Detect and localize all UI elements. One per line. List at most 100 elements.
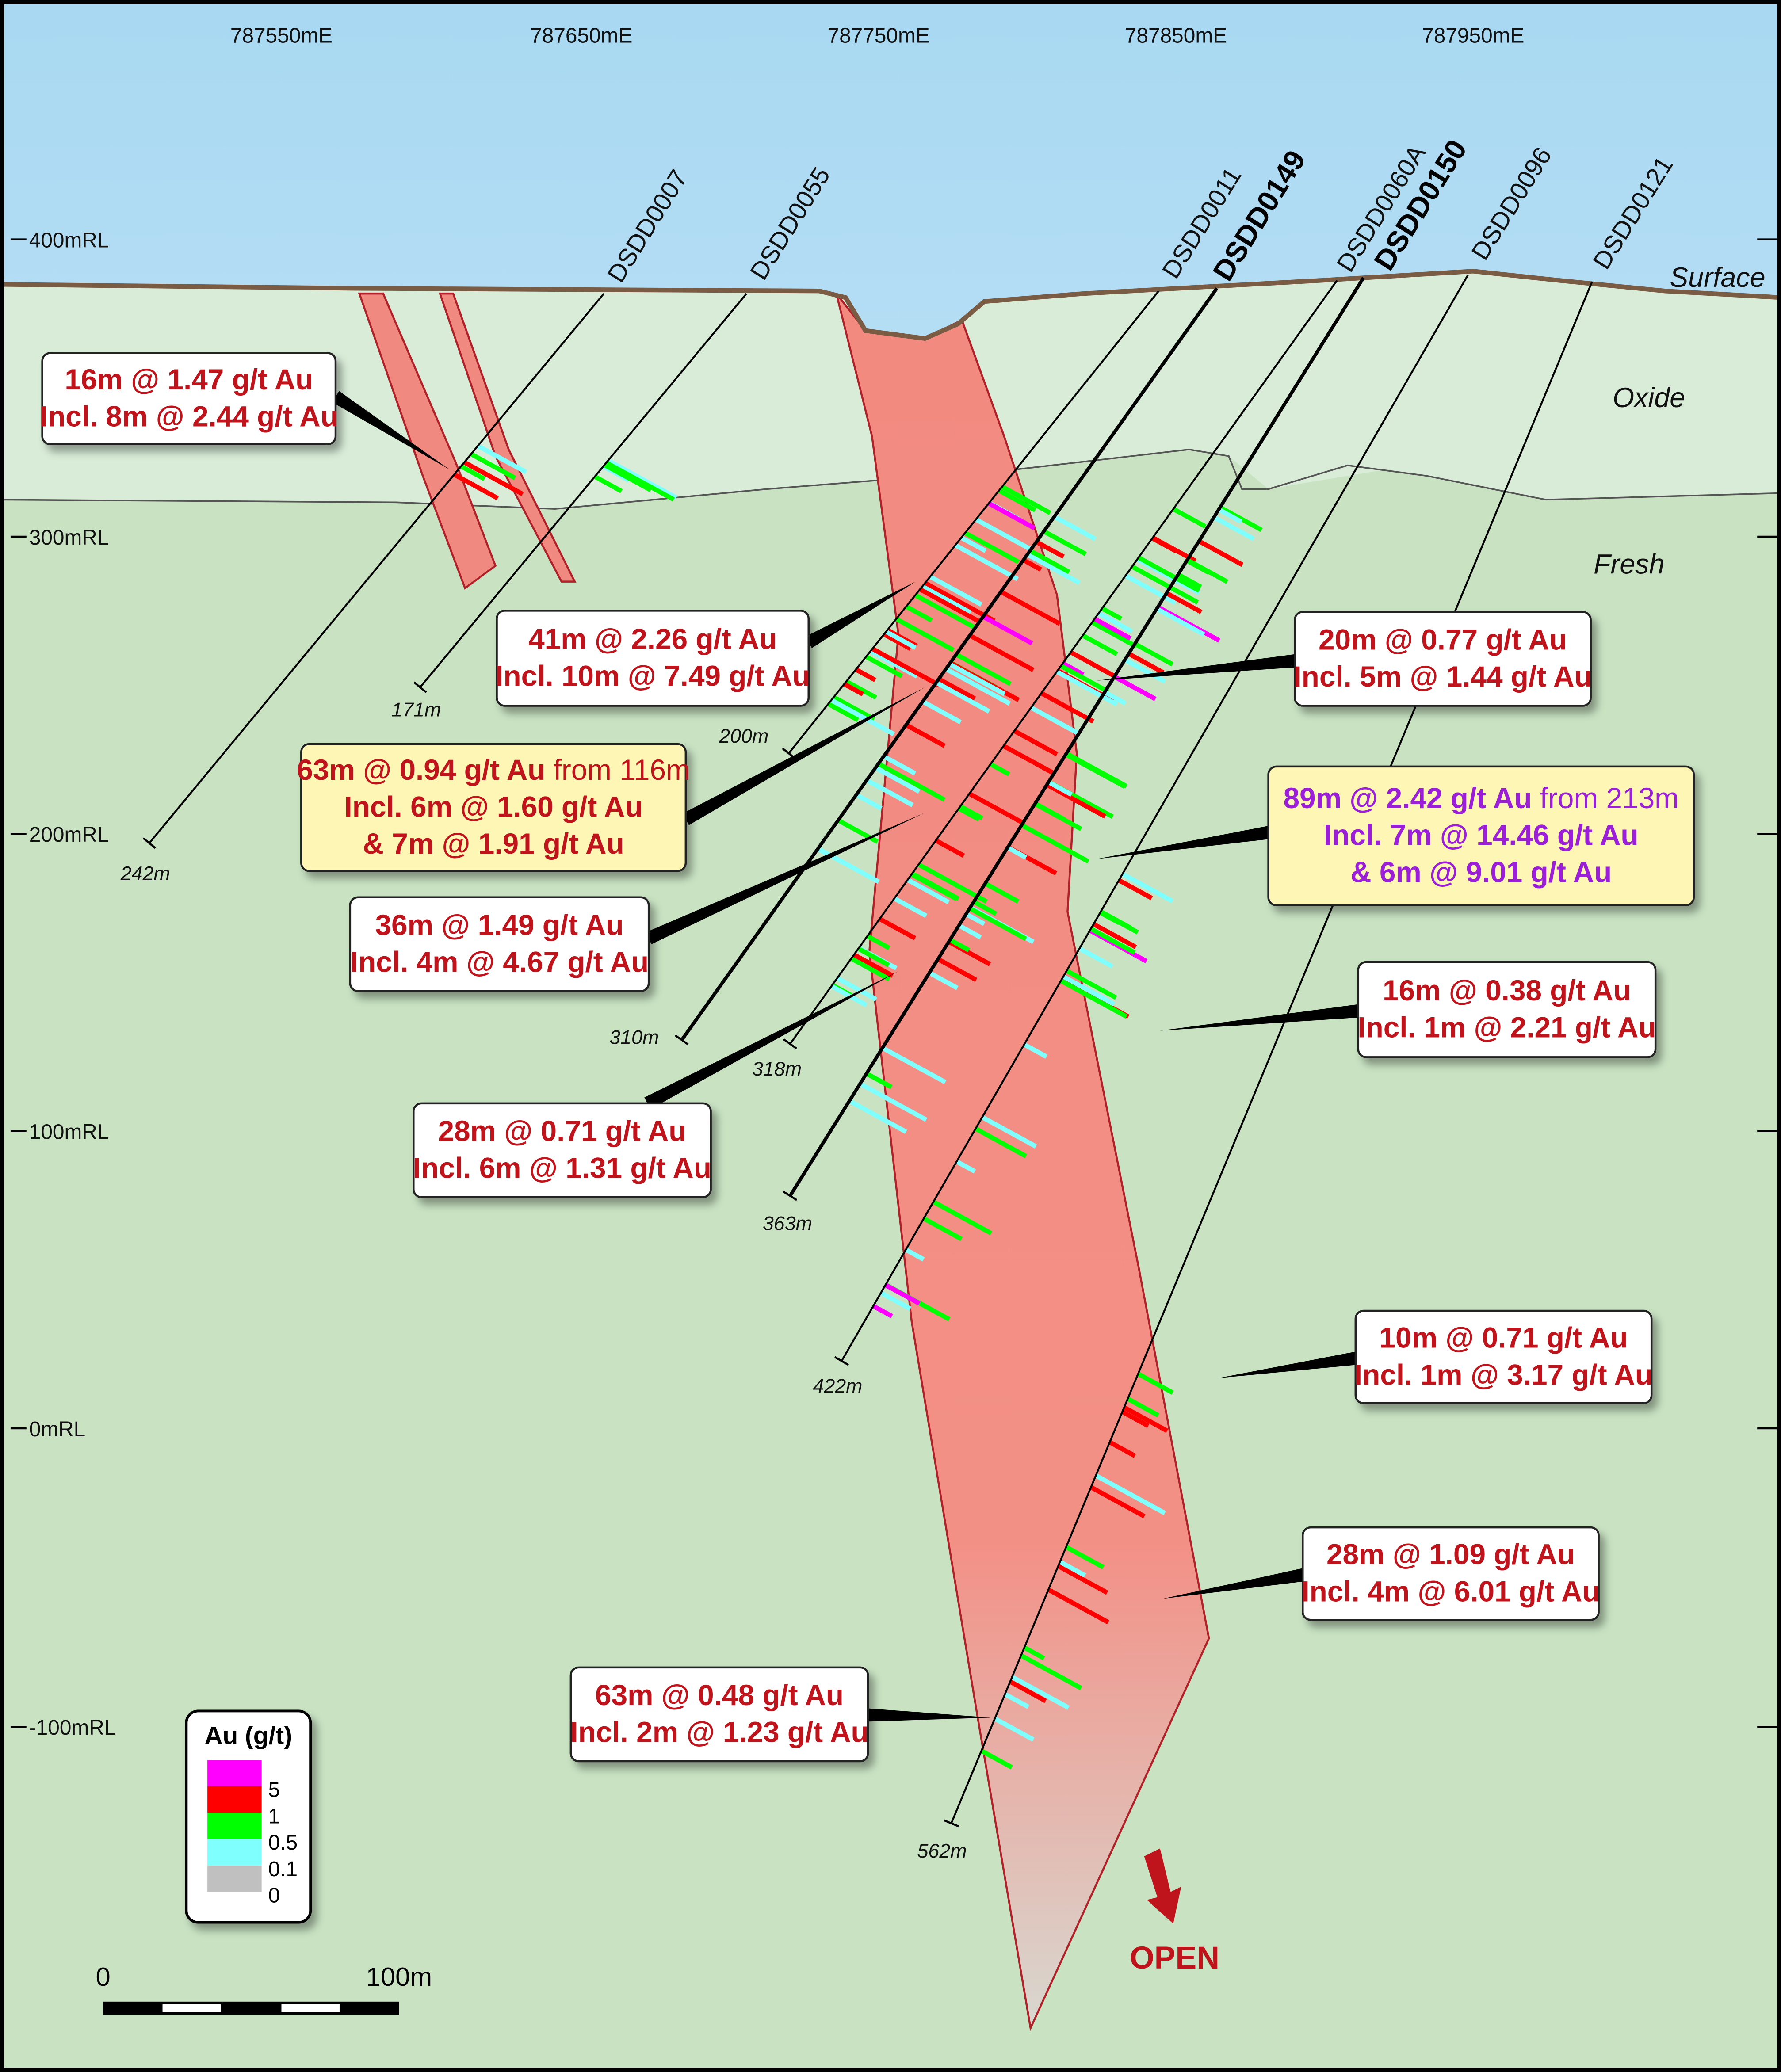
assay-interval xyxy=(1046,782,1107,819)
hole-depth-label: 562m xyxy=(917,1840,967,1862)
assay-interval xyxy=(1026,552,1081,585)
open-label: OPEN xyxy=(1130,1940,1219,1976)
legend-label: 5 xyxy=(268,1778,280,1802)
assay-interval xyxy=(922,1216,963,1241)
assay-interval xyxy=(975,517,1031,551)
assay-interval xyxy=(865,1071,893,1089)
assay-interval xyxy=(965,912,986,926)
drill-trace[interactable] xyxy=(789,280,1338,1045)
drill-trace[interactable] xyxy=(841,275,1469,1362)
callout-line: 89m @ 2.42 g/t Au from 213m xyxy=(1284,782,1679,814)
assay-interval xyxy=(1040,691,1094,724)
assay-interval xyxy=(1059,664,1109,694)
callout-pointer xyxy=(332,391,449,469)
callout-box xyxy=(349,896,650,992)
drill-trace[interactable] xyxy=(680,287,1219,1041)
scale-bar: 0 100m xyxy=(96,1962,432,2015)
assay-interval xyxy=(1177,572,1202,589)
callout-line: 28m @ 1.09 g/t Au xyxy=(1326,1538,1575,1571)
callout-box xyxy=(1267,765,1695,906)
callout-grade: 16m @ 0.38 g/t Au xyxy=(1383,974,1631,1007)
callout-line: & 7m @ 1.91 g/t Au xyxy=(363,827,624,860)
assay-interval xyxy=(859,1081,928,1122)
callout-pointer xyxy=(646,813,925,944)
callout-line: Incl. 2m @ 1.23 g/t Au xyxy=(570,1716,868,1748)
hole-depth-label: 318m xyxy=(752,1058,802,1080)
assay-interval xyxy=(1101,606,1123,621)
hole-depth-label: 200m xyxy=(719,725,768,747)
callout-box xyxy=(1294,611,1592,707)
assay-interval xyxy=(932,1199,993,1236)
assay-interval xyxy=(1023,1042,1048,1059)
assay-interval xyxy=(1198,539,1244,567)
callout-line: 41m @ 2.26 g/t Au xyxy=(528,622,777,655)
drill-trace[interactable] xyxy=(788,277,1365,1197)
assay-interval xyxy=(960,535,987,553)
hole-depth-label: 422m xyxy=(813,1375,862,1397)
callout-line: 36m @ 1.49 g/t Au xyxy=(375,908,624,941)
assay-interval xyxy=(921,699,962,725)
assay-interval xyxy=(974,1126,1027,1159)
assay-interval xyxy=(1108,1440,1136,1458)
end-of-hole-tick xyxy=(783,1191,798,1201)
end-of-hole-tick xyxy=(834,1356,849,1366)
callout-pointer xyxy=(1097,826,1269,859)
assay-interval xyxy=(1127,652,1165,675)
assay-interval xyxy=(881,1046,947,1084)
rl-label: -100mRL xyxy=(29,1716,116,1740)
assay-interval xyxy=(1155,607,1205,637)
assay-interval xyxy=(935,838,965,858)
assay-interval xyxy=(929,574,983,607)
assay-interval xyxy=(1121,1409,1150,1428)
callout-grade: 20m @ 0.77 g/t Au xyxy=(1319,623,1567,656)
callout-grade: Incl. 5m @ 1.44 g/t Au xyxy=(1293,660,1592,693)
easting-label: 787850mE xyxy=(1125,24,1227,47)
drill-trace[interactable] xyxy=(788,290,1160,754)
scale-end-label: 100m xyxy=(366,1962,432,1992)
intercept-callouts: 16m @ 1.47 g/t Au Incl. 8m @ 2.44 g/t Au 4… xyxy=(40,352,1695,1763)
callout-line: Incl. 8m @ 2.44 g/t Au xyxy=(40,400,338,432)
assay-interval xyxy=(989,762,1010,777)
assay-interval xyxy=(1082,633,1118,656)
callout-line: 28m @ 0.71 g/t Au xyxy=(438,1114,686,1147)
callout-grade: 28m @ 1.09 g/t Au xyxy=(1326,1538,1575,1571)
assay-interval xyxy=(1055,669,1118,706)
callout-grade: Incl. 2m @ 1.23 g/t Au xyxy=(570,1716,868,1748)
callout-pointer xyxy=(868,1708,991,1722)
assay-interval xyxy=(874,766,921,794)
drill-trace[interactable] xyxy=(419,293,747,688)
callout-line: Incl. 7m @ 14.46 g/t Au xyxy=(1324,819,1639,851)
assay-interval xyxy=(830,698,895,736)
callout-box xyxy=(569,1666,869,1763)
assay-interval xyxy=(917,862,988,904)
callout-pointer xyxy=(644,971,898,1110)
callout-box xyxy=(41,352,337,446)
drill-trace[interactable] xyxy=(149,293,605,844)
assay-interval xyxy=(605,461,675,502)
callout-box xyxy=(413,1102,712,1198)
drill-trace[interactable] xyxy=(950,281,1593,1824)
assay-interval xyxy=(866,934,890,950)
legend: Au (g/t) 510.50.10 xyxy=(185,1709,312,1924)
end-of-hole-tick xyxy=(413,681,427,693)
assay-interval xyxy=(477,443,527,474)
assay-interval xyxy=(593,474,623,493)
callout-grade: Incl. 8m @ 2.44 g/t Au xyxy=(40,400,338,432)
callout-grade: 16m @ 1.47 g/t Au xyxy=(65,363,313,396)
legend-swatch xyxy=(207,1786,262,1813)
oxide-label: Oxide xyxy=(1613,382,1685,413)
callout-pointer xyxy=(1218,1351,1357,1378)
assay-interval xyxy=(1034,801,1082,831)
assay-interval xyxy=(883,754,917,776)
callout-line: Incl. 1m @ 2.21 g/t Au xyxy=(1357,1011,1656,1043)
assay-interval xyxy=(1123,1405,1169,1433)
assay-interval xyxy=(936,957,978,982)
assay-interval xyxy=(1118,878,1153,901)
assay-interval xyxy=(1121,872,1174,904)
